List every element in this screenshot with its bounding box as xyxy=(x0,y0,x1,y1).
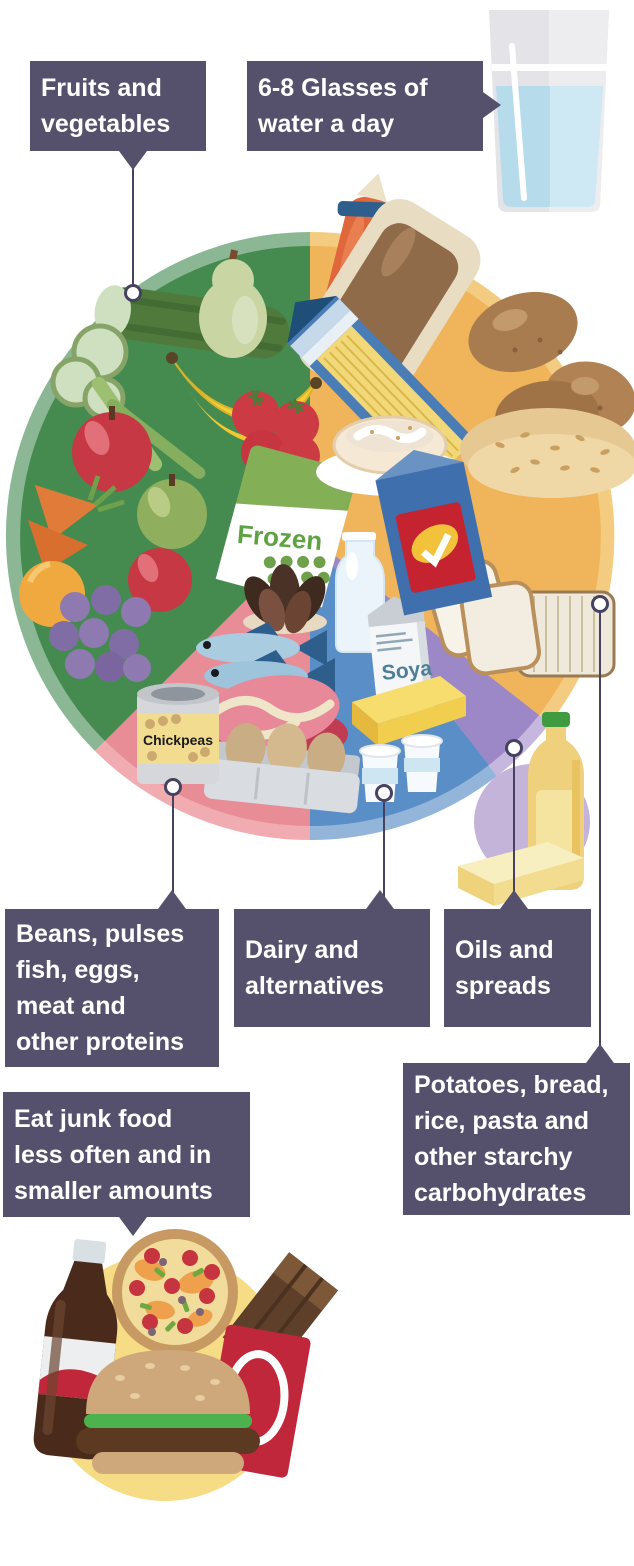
red-apple-icon xyxy=(72,406,152,492)
label-proteins-text: Beans, pulses fish, eggs, meat and other… xyxy=(16,920,185,1056)
label-proteins-pointer xyxy=(158,890,186,909)
water-fill-highlight xyxy=(550,86,603,207)
label-starchy-pointer xyxy=(586,1044,614,1063)
chickpeas-label: Chickpeas xyxy=(143,732,213,748)
eatwell-plate: Frozen xyxy=(5,173,634,906)
cereal-box-icon xyxy=(375,449,493,616)
oils-connector-line xyxy=(513,755,515,909)
dairy-connector-line xyxy=(383,800,385,909)
fruits-veg-connector-dot xyxy=(124,284,142,302)
grapes-icon xyxy=(49,585,151,682)
junk-food-illustration xyxy=(33,1229,339,1501)
label-proteins: Beans, pulses fish, eggs, meat and other… xyxy=(5,890,219,1067)
dairy-connector-dot xyxy=(375,784,393,802)
label-junk-food-pointer xyxy=(119,1217,147,1236)
label-starchy-text: Potatoes, bread, rice, pasta and other s… xyxy=(414,1071,609,1207)
straw-icon xyxy=(509,43,527,201)
oils-connector-dot xyxy=(505,739,523,757)
starchy-connector-dot xyxy=(591,595,609,613)
carrots-icon xyxy=(28,475,125,572)
chickpeas-can-icon: Chickpeas xyxy=(137,683,219,784)
label-junk-food: Eat junk food less often and in smaller … xyxy=(3,1092,250,1236)
pear-icon xyxy=(199,249,267,358)
water-glass-illustration xyxy=(489,10,609,212)
proteins-connector-line xyxy=(172,794,174,909)
starchy-connector-line xyxy=(599,611,601,1063)
mussels-icon xyxy=(243,564,327,634)
label-dairy: Dairy and alternatives xyxy=(234,890,430,1027)
label-oils-text: Oils and spreads xyxy=(455,936,554,1000)
label-dairy-text: Dairy and alternatives xyxy=(245,936,384,1000)
label-oils: Oils and spreads xyxy=(444,890,591,1027)
frozen-label: Frozen xyxy=(236,519,324,556)
label-oils-pointer xyxy=(500,890,528,909)
cheese-wedge-icon xyxy=(352,676,466,746)
label-fruits-vegetables-text: Fruits and vegetables xyxy=(41,74,171,138)
label-fruits-vegetables-pointer xyxy=(119,151,147,170)
pizza-icon xyxy=(112,1229,238,1355)
egg-carton-icon xyxy=(203,723,361,814)
label-starchy: Potatoes, bread, rice, pasta and other s… xyxy=(403,1044,630,1215)
proteins-connector-dot xyxy=(164,778,182,796)
label-fruits-vegetables: Fruits and vegetables xyxy=(30,61,206,170)
banana-icon xyxy=(166,352,322,445)
label-water: 6-8 Glasses of water a day xyxy=(247,61,501,151)
green-apple-icon xyxy=(137,474,207,549)
label-junk-food-text: Eat junk food less often and in smaller … xyxy=(14,1104,213,1205)
soya-label: Soya xyxy=(381,657,434,685)
label-water-pointer xyxy=(483,92,501,118)
burger-icon xyxy=(76,1350,260,1474)
red-apple-2-icon xyxy=(128,548,192,612)
label-dairy-pointer xyxy=(366,890,394,909)
fruits-veg-connector-line xyxy=(132,151,134,286)
glass-rim-line xyxy=(492,64,608,71)
label-water-text: 6-8 Glasses of water a day xyxy=(258,74,428,138)
oats-pile-icon xyxy=(460,408,634,498)
